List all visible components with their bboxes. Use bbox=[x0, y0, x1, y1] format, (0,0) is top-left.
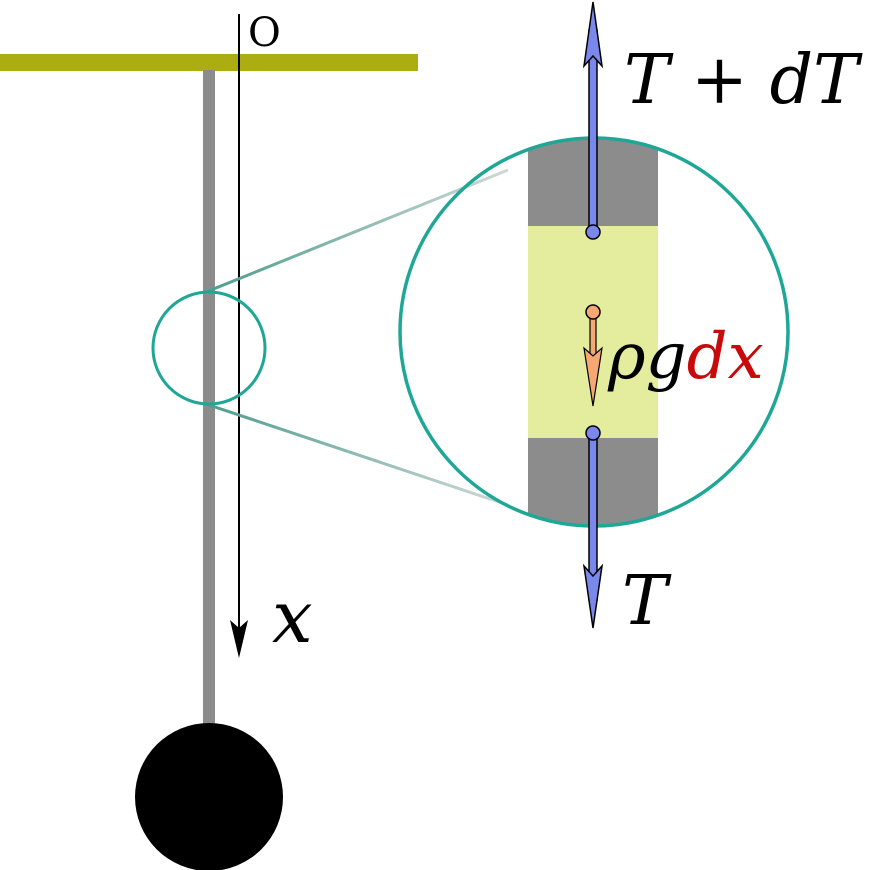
rope bbox=[203, 70, 215, 734]
ceiling-bar bbox=[0, 54, 418, 71]
gravity-label-dx: dx bbox=[687, 320, 764, 394]
zoom-connector-bottom bbox=[205, 402, 509, 507]
tension-down-arrow bbox=[582, 425, 604, 629]
axis-label-x: x bbox=[272, 575, 313, 659]
hanging-mass bbox=[135, 723, 283, 870]
magnify-circle-small bbox=[151, 290, 267, 406]
tension-up-arrow bbox=[582, 1, 604, 240]
x-axis-arrowhead bbox=[230, 620, 248, 658]
gravity-label-prefix: ρg bbox=[607, 320, 687, 394]
tension-top-label: T + dT bbox=[624, 41, 863, 120]
gravity-label: ρgdx bbox=[607, 320, 764, 394]
zoom-connector-top bbox=[205, 168, 509, 294]
tension-bottom-label: T bbox=[622, 562, 672, 641]
gravity-arrow bbox=[583, 304, 603, 407]
origin-label: O bbox=[248, 10, 281, 56]
